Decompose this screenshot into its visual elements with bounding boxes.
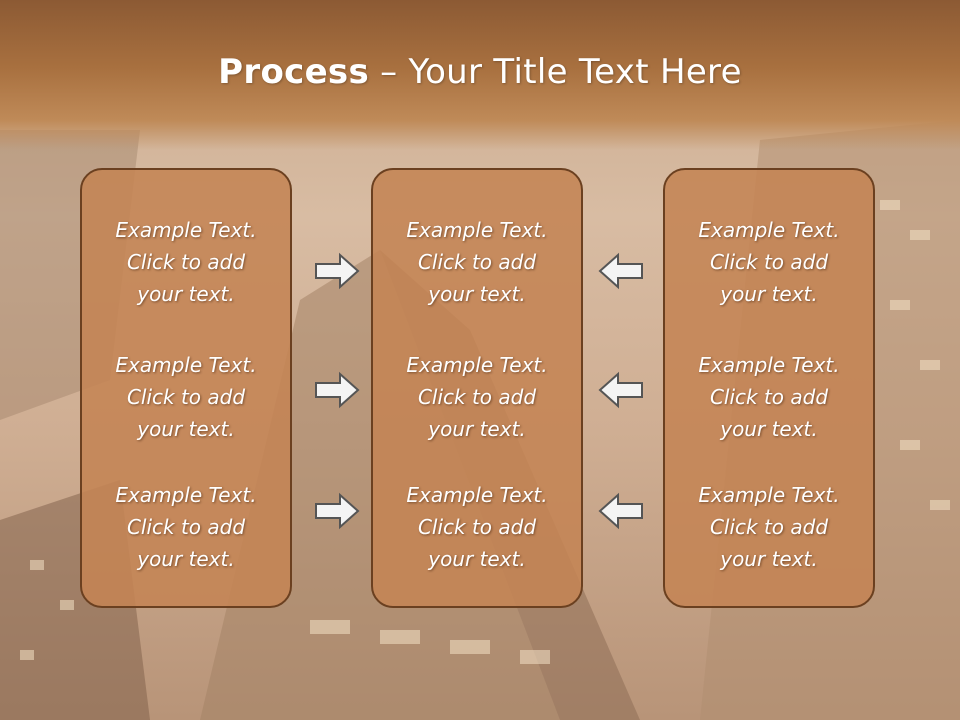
arrow-right-icon [315,492,360,530]
text-placeholder[interactable]: Example Text. Click to add your text. [665,349,873,445]
text-line: Click to add [126,515,246,539]
text-line: Example Text. [406,218,548,242]
text-line: your text. [428,417,526,441]
arrow-left-icon [598,252,643,290]
text-line: your text. [720,282,818,306]
panel-right[interactable]: Example Text. Click to add your text. Ex… [663,168,875,608]
panel-left[interactable]: Example Text. Click to add your text. Ex… [80,168,292,608]
text-line: Example Text. [406,353,548,377]
title-bar [0,0,960,150]
text-line: your text. [428,282,526,306]
text-line: Example Text. [115,353,257,377]
slide-title[interactable]: Process – Your Title Text Here [0,52,960,92]
text-line: Example Text. [698,483,840,507]
panel-center[interactable]: Example Text. Click to add your text. Ex… [371,168,583,608]
text-line: your text. [137,282,235,306]
text-line: Example Text. [115,483,257,507]
arrow-right-icon [315,371,360,409]
text-line: Example Text. [406,483,548,507]
text-placeholder[interactable]: Example Text. Click to add your text. [665,479,873,575]
text-placeholder[interactable]: Example Text. Click to add your text. [82,479,290,575]
text-line: your text. [137,417,235,441]
text-line: Example Text. [115,218,257,242]
text-placeholder[interactable]: Example Text. Click to add your text. [82,349,290,445]
text-placeholder[interactable]: Example Text. Click to add your text. [373,349,581,445]
text-line: your text. [428,547,526,571]
text-line: Click to add [417,515,537,539]
text-placeholder[interactable]: Example Text. Click to add your text. [373,479,581,575]
arrow-right-icon [315,252,360,290]
text-line: Click to add [709,385,829,409]
title-rest: – Your Title Text Here [369,52,742,92]
text-line: Click to add [126,385,246,409]
text-line: your text. [720,547,818,571]
text-line: Click to add [709,250,829,274]
text-line: Click to add [417,250,537,274]
text-line: Click to add [709,515,829,539]
text-line: Example Text. [698,353,840,377]
arrow-left-icon [598,492,643,530]
text-placeholder[interactable]: Example Text. Click to add your text. [665,214,873,310]
text-placeholder[interactable]: Example Text. Click to add your text. [373,214,581,310]
text-line: your text. [720,417,818,441]
title-bold: Process [218,52,370,92]
text-line: your text. [137,547,235,571]
text-line: Click to add [417,385,537,409]
arrow-left-icon [598,371,643,409]
text-line: Click to add [126,250,246,274]
text-line: Example Text. [698,218,840,242]
text-placeholder[interactable]: Example Text. Click to add your text. [82,214,290,310]
